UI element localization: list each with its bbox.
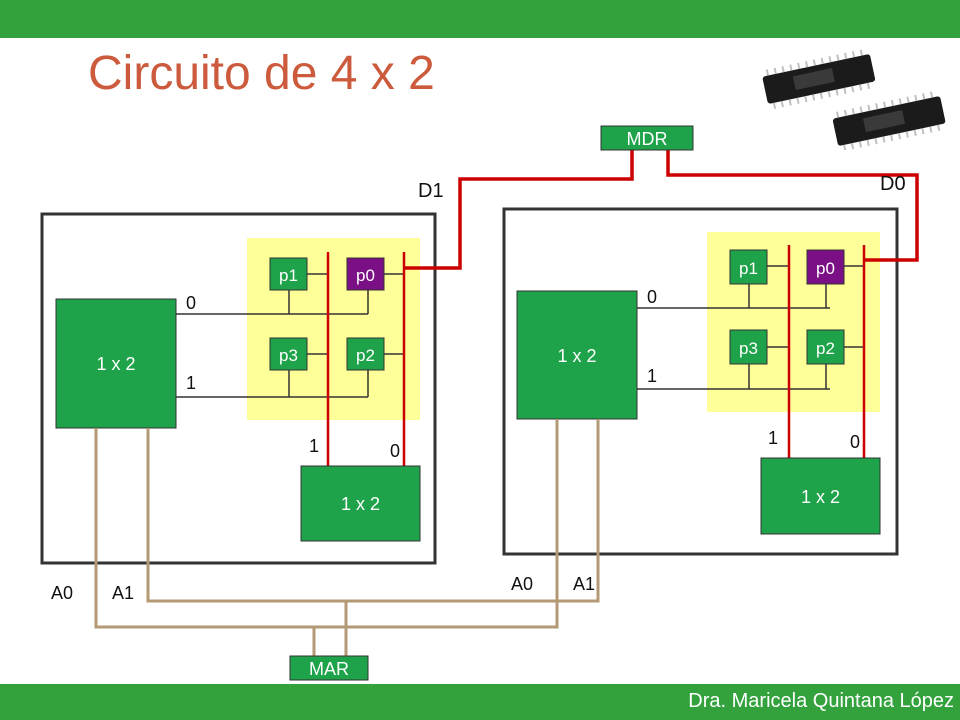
right-row-0-label: 0 <box>647 287 657 307</box>
left-cell-p1-label: p1 <box>279 266 298 285</box>
data-line-d0 <box>666 150 919 262</box>
right-cell-p3 <box>729 329 768 365</box>
footer-author: Dra. Maricela Quintana López <box>688 690 954 712</box>
right-cell-p1-label: p1 <box>739 259 758 278</box>
left-row-decoder-label: 1 x 2 <box>96 354 135 374</box>
top-bar <box>0 0 960 38</box>
slide-title: Circuito de 4 x 2 <box>88 47 435 100</box>
left-row-1-label: 1 <box>186 373 196 393</box>
right-cell-p3-label: p3 <box>739 339 758 358</box>
right-a1-label: A1 <box>573 574 595 594</box>
mar-register <box>289 655 369 681</box>
right-col-1-label: 1 <box>768 428 778 448</box>
left-col-0-label: 0 <box>390 441 400 461</box>
left-cell-p0-label: p0 <box>356 266 375 285</box>
address-line-a1 <box>146 419 600 603</box>
left-row-decoder <box>55 298 177 429</box>
right-module-frame <box>502 207 899 556</box>
address-line-a0 <box>94 419 559 629</box>
mdr-register <box>600 125 694 151</box>
bottom-bar <box>0 684 960 720</box>
mar-label: MAR <box>309 659 349 679</box>
left-cell-p2 <box>346 337 385 371</box>
left-a1-label: A1 <box>112 583 134 603</box>
right-col-decoder <box>760 457 881 535</box>
left-cell-p0 <box>346 257 385 291</box>
left-cell-p2-label: p2 <box>356 346 375 365</box>
right-cell-p2-label: p2 <box>816 339 835 358</box>
right-cell-p2 <box>806 329 845 365</box>
right-cell-p0 <box>806 249 845 285</box>
right-row-1-label: 1 <box>647 366 657 386</box>
right-a0-label: A0 <box>511 574 533 594</box>
left-row-0-label: 0 <box>186 293 196 313</box>
left-a0-label: A0 <box>51 583 73 603</box>
left-cell-p1 <box>269 257 308 291</box>
d0-label: D0 <box>880 173 906 195</box>
left-col-decoder <box>300 465 421 542</box>
mdr-label: MDR <box>627 129 668 149</box>
left-col-1-label: 1 <box>309 436 319 456</box>
right-row-decoder-label: 1 x 2 <box>557 346 596 366</box>
left-cell-p3-label: p3 <box>279 346 298 365</box>
left-module-frame <box>40 212 437 565</box>
right-row-decoder <box>516 290 638 420</box>
right-cell-p1 <box>729 249 768 285</box>
d1-label: D1 <box>418 180 444 202</box>
left-col-decoder-label: 1 x 2 <box>341 494 380 514</box>
data-line-d1 <box>404 150 634 270</box>
right-col-0-label: 0 <box>850 432 860 452</box>
chips-photo <box>762 49 946 150</box>
left-cell-p3 <box>269 337 308 371</box>
right-col-decoder-label: 1 x 2 <box>801 487 840 507</box>
right-cell-p0-label: p0 <box>816 259 835 278</box>
